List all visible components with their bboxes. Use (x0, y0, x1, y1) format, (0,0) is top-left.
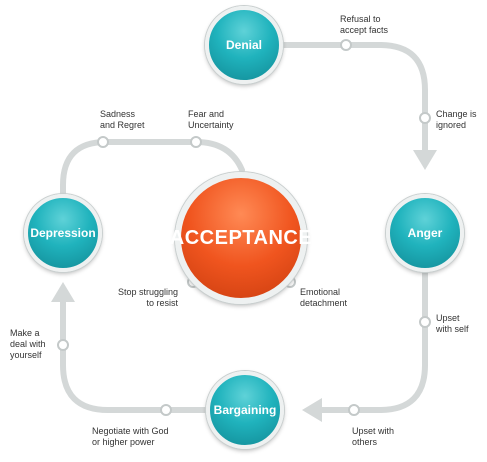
track-bargaining-depression (60, 299, 209, 413)
marker-negotiate (160, 404, 172, 416)
arrow-down-icon (413, 150, 437, 170)
stage-anger: Anger (386, 194, 464, 272)
stage-bargaining: Bargaining (206, 371, 284, 449)
note-deal: Make a deal with yourself (10, 328, 46, 360)
track-anger-bargaining (319, 265, 428, 413)
stage-denial: Denial (205, 6, 283, 84)
marker-deal (57, 339, 69, 351)
note-upset-others: Upset with others (352, 426, 395, 447)
note-stop: Stop struggling to resist (118, 287, 179, 308)
stage-acceptance: ACCEPTANCE (170, 172, 312, 304)
note-change: Change is ignored (436, 109, 477, 130)
stage-depression-label: Depression (30, 226, 96, 240)
note-refusal: Refusal to accept facts (340, 14, 389, 35)
marker-upset-others (348, 404, 360, 416)
track-denial-anger (280, 42, 428, 153)
arrow-left-icon (302, 398, 322, 422)
marker-change (419, 112, 431, 124)
note-negotiate: Negotiate with God or higher power (92, 426, 169, 447)
note-upset-self: Upset with self (436, 313, 469, 334)
arrow-up-icon (51, 282, 75, 302)
marker-fear (190, 136, 202, 148)
stage-denial-label: Denial (225, 38, 262, 52)
marker-upset-self (419, 316, 431, 328)
note-emotional: Emotional detachment (300, 287, 348, 308)
stage-anger-label: Anger (407, 226, 443, 240)
note-fear: Fear and Uncertainty (188, 109, 234, 130)
stage-bargaining-label: Bargaining (213, 403, 277, 417)
stage-acceptance-label: ACCEPTANCE (169, 226, 313, 249)
note-sadness: Sadness and Regret (100, 109, 145, 130)
marker-sadness (97, 136, 109, 148)
stage-depression: Depression (24, 194, 102, 272)
marker-refusal (340, 39, 352, 51)
